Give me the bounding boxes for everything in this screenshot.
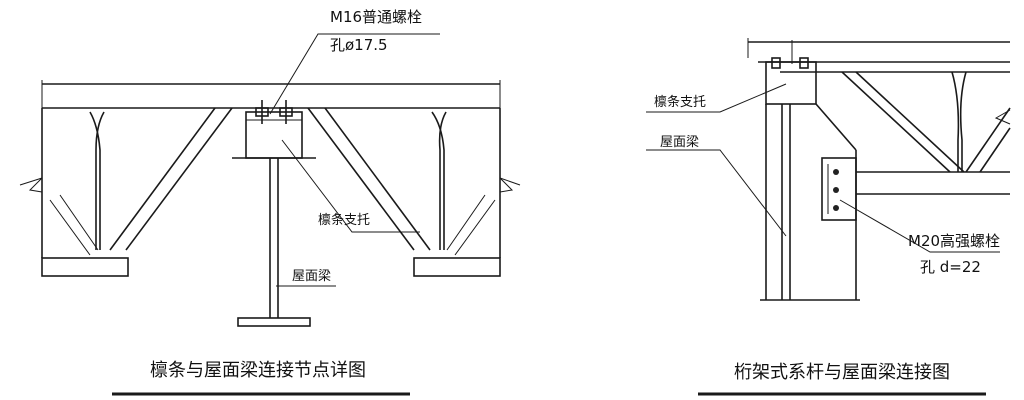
right-truss-member (307, 107, 521, 258)
right-detail (646, 38, 1011, 301)
hole-spec-label-right: 孔 d=22 (920, 258, 981, 276)
roof-beam (237, 158, 311, 327)
bolt-group (255, 100, 293, 124)
top-chord (41, 80, 501, 112)
top-chord-right (747, 38, 1010, 73)
right-detail-title: 桁架式系杆与屋面梁连接图 (734, 362, 950, 383)
purlin-support-label: 檩条支托 (318, 212, 370, 228)
purlin-support (232, 111, 316, 159)
gusset-plate (821, 157, 857, 221)
right-base-plate (413, 257, 501, 277)
left-detail-title: 檩条与屋面梁连接节点详图 (150, 360, 366, 381)
roof-beam-label-right: 屋面梁 (660, 135, 699, 150)
right-leaders (646, 83, 1000, 253)
roof-beam-label: 屋面梁 (292, 269, 331, 284)
bolt-spec-label-right: M20高强螺栓 (908, 232, 1000, 250)
purlin-support-right (765, 40, 817, 105)
left-base-plate (41, 257, 129, 277)
roof-beam-right (760, 103, 860, 301)
hole-spec-label: 孔ø17.5 (330, 36, 388, 54)
left-detail (19, 33, 521, 327)
bolt-spec-label: M16普通螺栓 (330, 8, 422, 26)
left-truss-member (19, 107, 233, 258)
tie-truss (841, 71, 1011, 195)
purlin-support-label-right: 檩条支托 (654, 94, 706, 110)
left-leaders (269, 33, 440, 287)
